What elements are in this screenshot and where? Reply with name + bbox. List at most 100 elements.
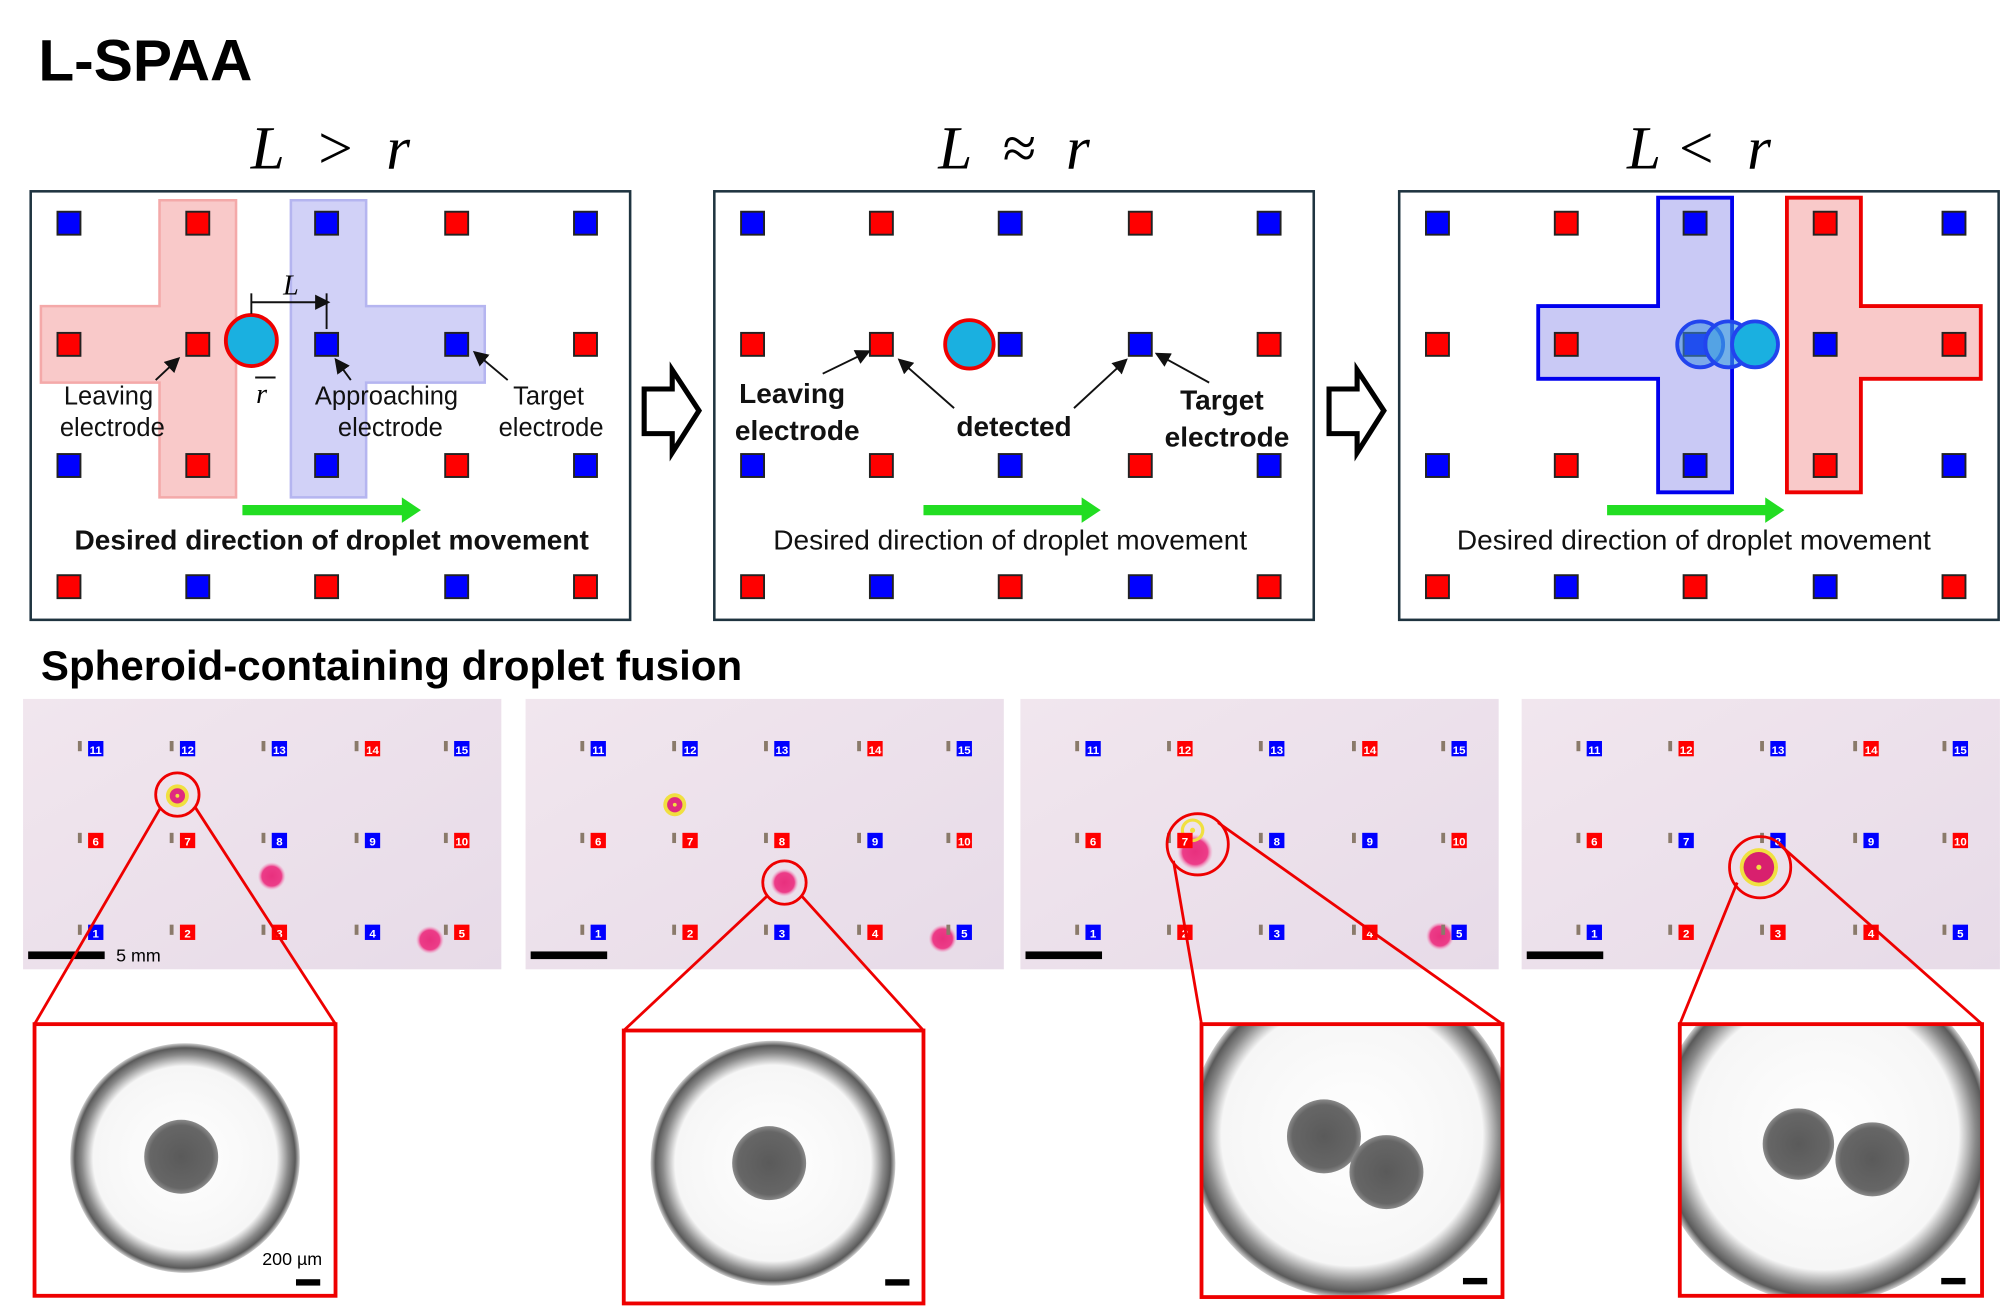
red-electrode (56, 574, 82, 600)
electrode-number: 3 (779, 928, 785, 940)
electrode-number: 8 (276, 837, 283, 849)
red-electrode (1425, 331, 1450, 357)
photo-scale-label: 5 mm (116, 946, 161, 966)
next-arrow-icon (641, 361, 703, 462)
electrode-label-box (682, 741, 698, 757)
electrode-label-box (590, 924, 606, 940)
electrode-number: 10 (958, 837, 971, 849)
electrode-number: 3 (1775, 928, 1781, 940)
electrode-number: 6 (1090, 837, 1096, 849)
blue-electrode (1812, 331, 1838, 357)
panel-2-heading: L ≈ r (937, 114, 1090, 182)
electrode-number: 9 (1868, 837, 1874, 849)
electrode-label-box (179, 832, 196, 849)
leaving-electrode-field (39, 198, 238, 499)
blue-electrode (314, 453, 340, 478)
electrode-label-box (1952, 832, 1969, 849)
blue-electrode (1682, 210, 1708, 236)
electrode-number: 13 (1270, 745, 1283, 757)
blue-electrode (868, 574, 894, 600)
inset-frames (32, 1022, 1984, 1306)
red-electrode (444, 210, 470, 236)
leaving-electrode-label-2: electrode (735, 415, 860, 446)
red-electrode (573, 331, 598, 357)
spheroid (1286, 1099, 1361, 1174)
next-arrow-icon (1326, 361, 1387, 462)
electrode-number: 12 (1680, 745, 1693, 757)
electrode-label-box (1863, 832, 1879, 849)
droplet (223, 313, 279, 368)
electrode-label-box (1451, 924, 1467, 940)
red-electrode (1127, 210, 1153, 236)
electrode-number: 12 (1179, 745, 1192, 757)
blue-electrode (1812, 574, 1838, 600)
red-electrode (185, 331, 211, 357)
electrode-label-box (1678, 741, 1694, 757)
electrode-grid (1425, 210, 1967, 600)
target-electrode-label-1: Target (513, 382, 584, 410)
red-electrode (1553, 210, 1579, 236)
electrode-label-box (867, 924, 883, 940)
electrode-number: 14 (1865, 745, 1878, 757)
droplet (943, 318, 996, 371)
electrode-label-box (867, 741, 883, 757)
red-electrode (1425, 574, 1450, 600)
blue-electrode (1941, 210, 1967, 236)
electrode-number: 7 (1683, 837, 1689, 849)
electrode-label-box (1085, 741, 1101, 757)
scale-bar (28, 951, 105, 960)
electrode-number: 15 (1954, 745, 1967, 757)
electrode-number: 4 (369, 928, 376, 940)
blue-electrode (314, 331, 340, 357)
electrode-number: 4 (1367, 928, 1374, 940)
electrode-number: 5 (459, 928, 466, 940)
target-electrode-label-2: electrode (499, 414, 604, 442)
electrode-number: 14 (366, 745, 379, 757)
leaving-electrode-label-1: Leaving (739, 378, 845, 409)
target-electrode-label-2: electrode (1165, 421, 1290, 452)
blue-electrode (1127, 574, 1153, 600)
electrode-label-box (1362, 741, 1378, 757)
electrode-label-box (1451, 741, 1467, 757)
section-title: Spheroid-containing droplet fusion (41, 642, 742, 689)
panel-1-heading: L > r (250, 114, 410, 182)
red-electrode-field (1785, 195, 1983, 495)
scale-bar (530, 951, 608, 960)
electrode-number: 15 (958, 745, 971, 757)
scale-bar (885, 1279, 910, 1286)
blue-electrode (56, 453, 82, 478)
electrode-number: 2 (184, 928, 190, 940)
figure-title: L-SPAA (38, 28, 252, 93)
direction-caption: Desired direction of droplet movement (1457, 525, 1931, 556)
electrode-number: 13 (1772, 745, 1785, 757)
red-electrode (573, 574, 598, 600)
electrode-number: 12 (181, 745, 194, 757)
electrode-label-box (1952, 924, 1969, 940)
direction-arrow (923, 497, 1101, 523)
electrode-grid (740, 210, 1282, 600)
electrode-number: 15 (455, 745, 468, 757)
approaching-electrode-field (289, 198, 487, 499)
scale-bar (295, 1279, 321, 1286)
electrode-number: 14 (869, 745, 882, 757)
electrode-label-box (590, 832, 606, 849)
red-electrode (997, 574, 1023, 600)
red-electrode (1553, 331, 1579, 357)
electrode-number: 6 (1591, 837, 1597, 849)
electrode-label-box (590, 741, 606, 757)
electrode-label-box (364, 832, 381, 849)
red-electrode (740, 574, 766, 600)
red-electrode (740, 331, 766, 357)
electrode-label-box (1770, 924, 1786, 940)
approaching-electrode-label-2: electrode (338, 414, 443, 442)
electrode-number: 7 (687, 837, 693, 849)
red-electrode (868, 453, 894, 478)
electrode-label-box (88, 924, 104, 940)
electrode-number: 4 (872, 928, 879, 940)
red-electrode (1812, 210, 1838, 236)
microscope-inset-4 (1679, 1024, 1983, 1296)
blue-electrode (314, 210, 340, 236)
blue-electrode (56, 210, 82, 236)
electrode-label-box (1952, 741, 1969, 757)
electrode-number: 7 (184, 837, 190, 849)
